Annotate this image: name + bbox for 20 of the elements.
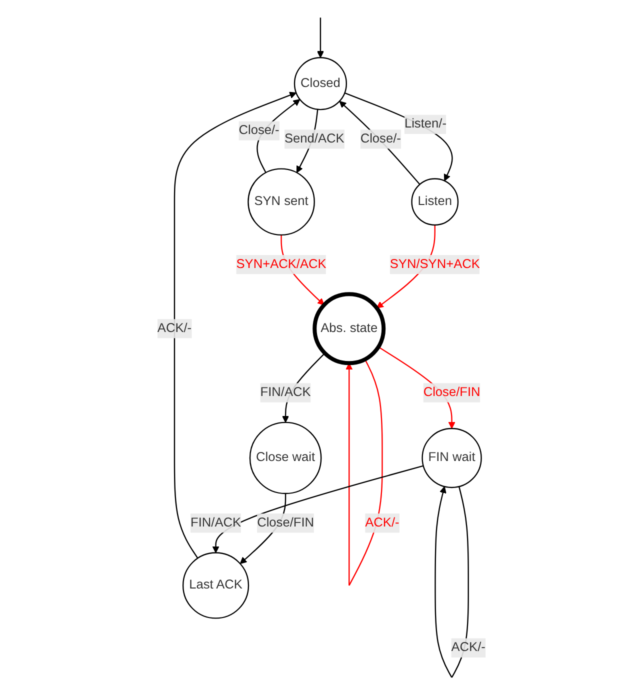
edge-label: SYN+ACK/ACK (236, 254, 326, 274)
state-circle: FIN wait (422, 428, 482, 488)
edge-label: Close/FIN (423, 383, 480, 402)
state-circle: SYN sent (248, 168, 316, 236)
edge-label: FIN/ACK (190, 514, 242, 533)
edge-label: ACK/- (451, 638, 486, 658)
edge-label: Close/- (360, 130, 401, 149)
edge-label: Close/- (238, 121, 280, 140)
edge-label: ACK/- (365, 514, 400, 533)
state-circle: Closed (294, 57, 348, 110)
edge-label: ACK/- (157, 319, 192, 338)
edge-label: Send/ACK (284, 130, 344, 149)
edge-label: SYN/SYN+ACK (390, 254, 480, 274)
state-circle: Close wait (249, 422, 322, 494)
state-circle: Last ACK (182, 552, 250, 619)
state-circle: Listen (411, 178, 459, 226)
state-circle: Abs. state (312, 292, 386, 366)
edge-label: Close/FIN (257, 514, 314, 533)
edge-label: Listen/- (404, 114, 447, 134)
edge-label: FIN/ACK (260, 383, 311, 402)
